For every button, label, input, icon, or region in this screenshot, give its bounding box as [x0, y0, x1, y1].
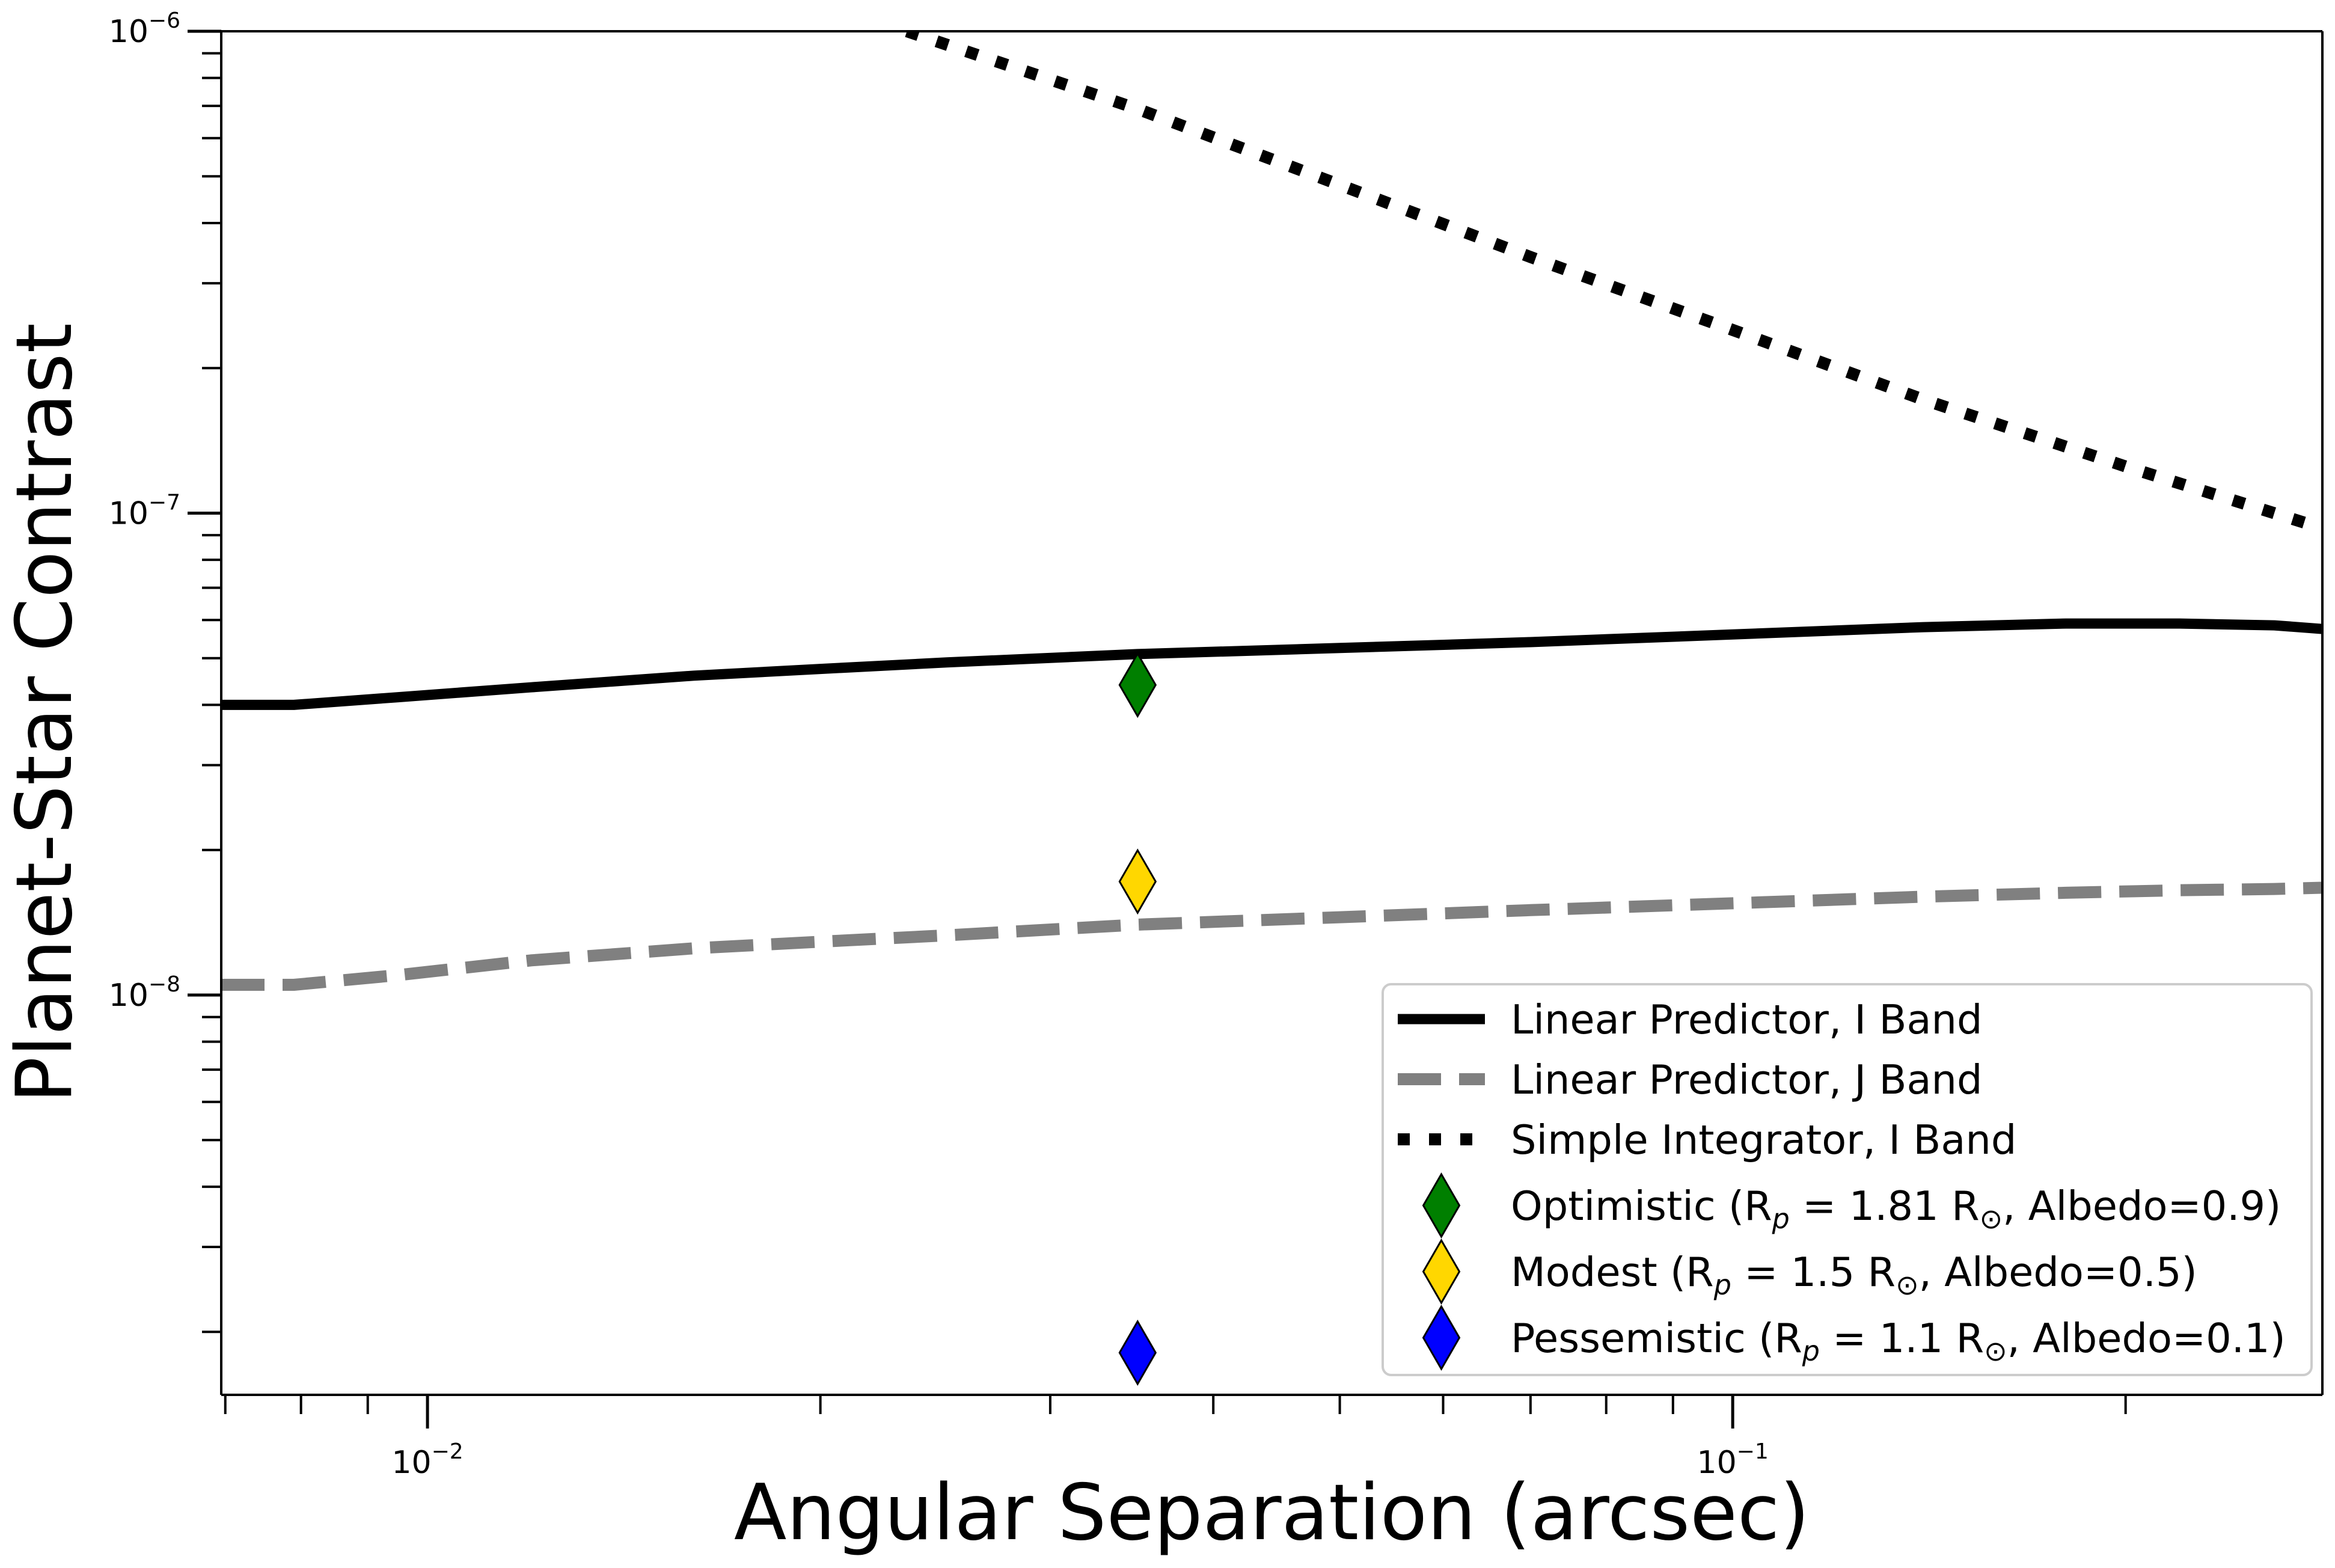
y-axis-label: Planet-Star Contrast [0, 323, 90, 1103]
legend-label-optimistic: Optimistic (Rp = 1.81 R⊙, Albedo=0.9) [1511, 1183, 2281, 1235]
marker-layer [1118, 652, 1157, 1386]
legend-label-modest: Modest (Rp = 1.5 R⊙, Albedo=0.5) [1511, 1249, 2197, 1301]
legend-label-series-3: Simple Integrator, I Band [1511, 1116, 2016, 1163]
y-tick-label: 10−8 [109, 972, 180, 1014]
legend-box [1382, 983, 2313, 1376]
series-line-2 [221, 881, 2322, 991]
legend-handle-pessemistic [1422, 1304, 1461, 1371]
series-line-3 [905, 31, 2322, 534]
x-tick-label: 10−2 [391, 1439, 463, 1481]
x-axis-label: Angular Separation (arcsec) [734, 1468, 1810, 1558]
legend-handle-optimistic [1422, 1172, 1461, 1239]
marker-optimistic [1118, 652, 1157, 718]
y-tick-label: 10−7 [109, 490, 180, 531]
y-tick-label: 10−6 [109, 8, 180, 50]
marker-pessemistic [1118, 1319, 1157, 1386]
series-layer [221, 31, 2322, 991]
legend-handle-modest [1422, 1238, 1461, 1305]
marker-modest [1118, 848, 1157, 915]
legend-label-series-1: Linear Predictor, I Band [1511, 996, 1983, 1043]
legend-label-pessemistic: Pessemistic (Rp = 1.1 R⊙, Albedo=0.1) [1511, 1315, 2286, 1367]
series-line-1 [221, 618, 2322, 710]
x-tick-label: 10−1 [1697, 1439, 1769, 1481]
axes-layer: 10−8 10−7 10−6 10−2 10−1 [109, 8, 2324, 1481]
legend-label-series-2: Linear Predictor, J Band [1511, 1056, 1983, 1103]
